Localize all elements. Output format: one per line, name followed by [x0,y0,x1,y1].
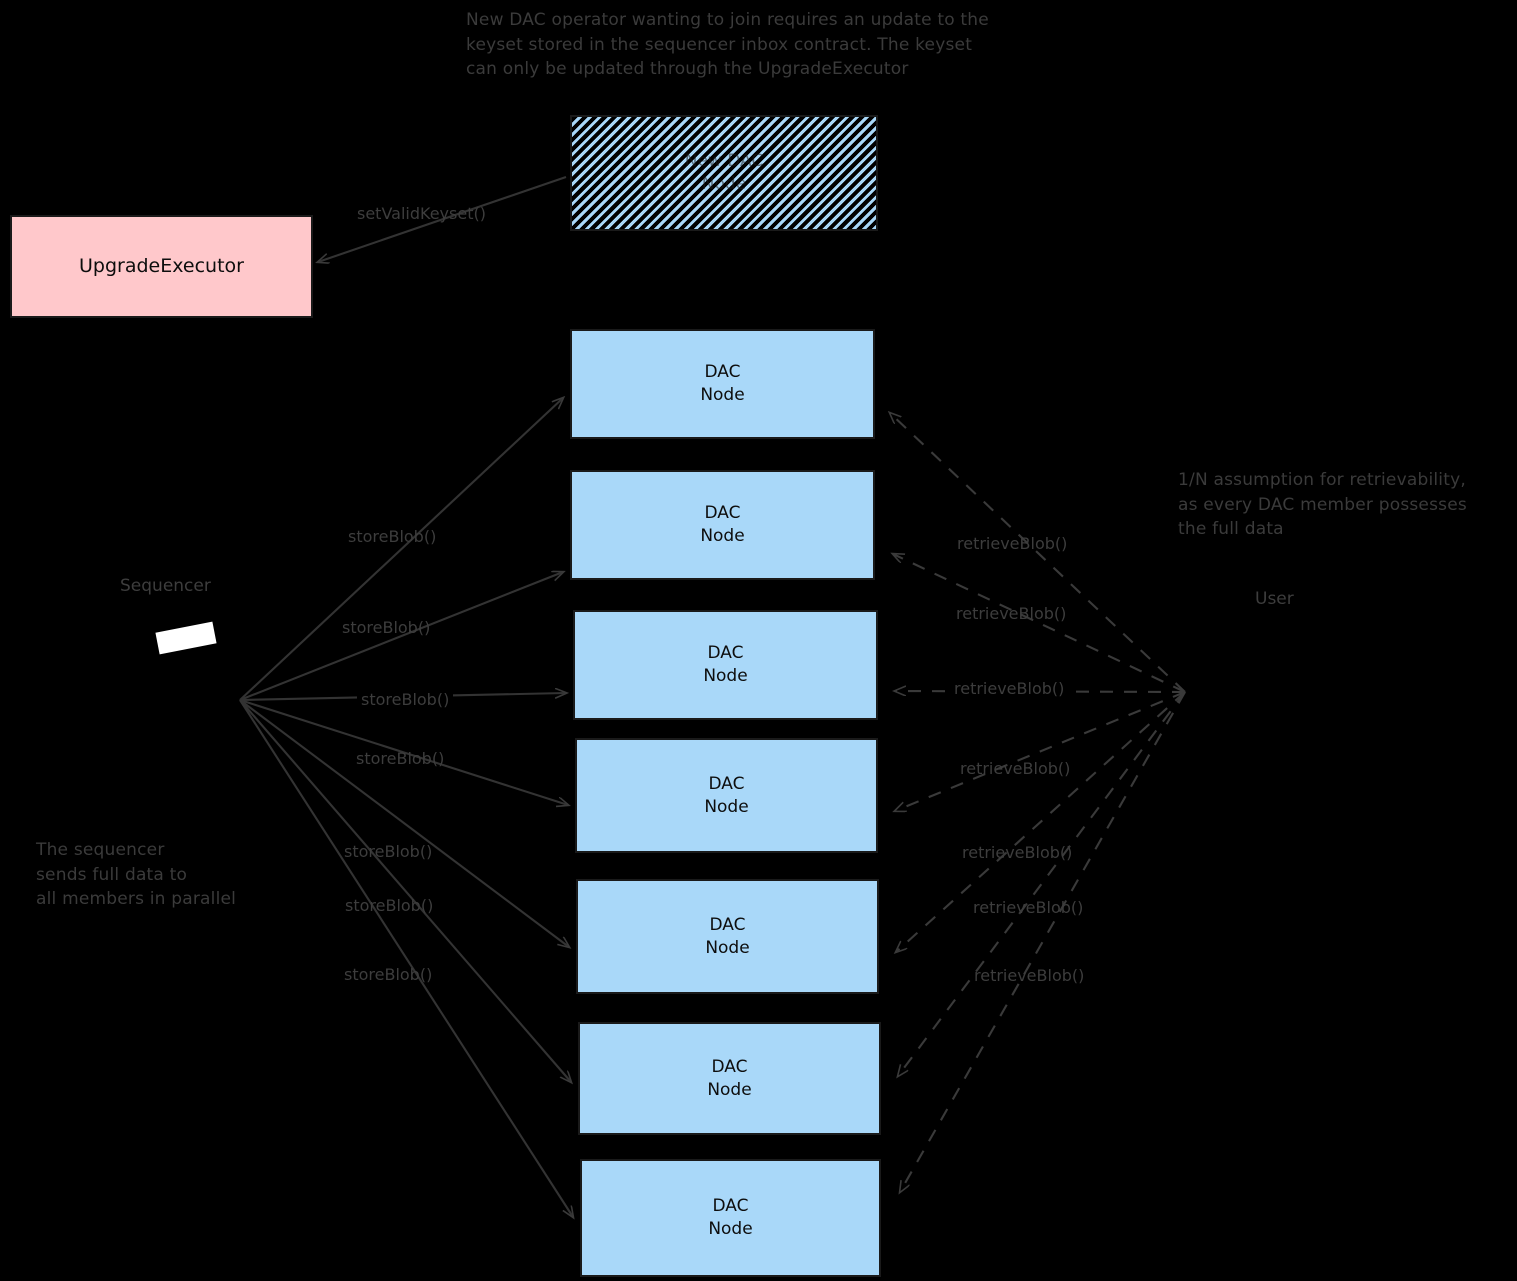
note-keyset: New DAC operator wanting to join require… [466,10,989,80]
new-dac-node-box[interactable]: New DAC Node [570,115,878,231]
edge-store-blob-6 [239,699,571,1082]
user-label: User [1255,589,1294,609]
edge-retrieve-blob-1 [890,413,1186,693]
edge-label-retrieve-blob-2: retrieveBlob() [956,604,1067,623]
edge-label-retrieve-blob-5: retrieveBlob() [962,843,1073,862]
dac-node-label: DAC Node [707,1056,752,1100]
dac-node-label: DAC Node [700,362,745,405]
edge-retrieve-blob-4 [895,691,1186,811]
dac-node-label: DAC Node [703,643,748,686]
edge-label-store-blob-2: storeBlob() [342,618,431,637]
dac-node-box-4[interactable]: DAC Node [575,738,878,853]
new-dac-node-label: New DAC Node [684,151,764,194]
edge-label-retrieve-blob-1: retrieveBlob() [957,534,1068,553]
upgrade-executor-box[interactable]: UpgradeExecutor [10,215,313,318]
dac-node-box-1[interactable]: DAC Node [570,329,875,439]
edge-label-store-blob-4: storeBlob() [356,749,445,768]
edge-store-blob-7 [239,699,573,1217]
edge-store-blob-4 [239,698,568,805]
edge-label-retrieve-blob-4: retrieveBlob() [960,759,1071,778]
dac-node-label: DAC Node [700,503,745,546]
edge-retrieve-blob-2 [893,554,1186,693]
edge-set-valid-keyset [318,176,567,262]
sequencer-label: Sequencer [120,576,211,596]
dac-node-box-6[interactable]: DAC Node [578,1022,881,1135]
edge-retrieve-blob-5 [896,691,1186,952]
dac-node-box-3[interactable]: DAC Node [573,610,878,720]
edge-label-store-blob-5: storeBlob() [344,842,433,861]
edge-store-blob-1 [239,398,563,701]
dac-node-box-7[interactable]: DAC Node [580,1159,881,1277]
dac-node-label: DAC Node [704,773,749,817]
edge-label-set-valid-keyset: setValidKeyset() [357,204,486,223]
dac-node-label: DAC Node [708,1196,753,1239]
upgrade-executor-label: UpgradeExecutor [79,254,244,277]
dac-node-box-5[interactable]: DAC Node [576,879,879,994]
note-sequencer-parallel: The sequencer sends full data to all mem… [36,840,237,910]
edge-label-store-blob-6: storeBlob() [345,896,434,915]
edge-label-store-blob-7: storeBlob() [344,965,433,984]
edge-label-retrieve-blob-7: retrieveBlob() [974,966,1085,985]
dac-node-box-2[interactable]: DAC Node [570,470,875,580]
edge-label-retrieve-blob-6: retrieveBlob() [973,898,1084,917]
edge-store-blob-2 [239,572,563,701]
edge-label-retrieve-blob-3: retrieveBlob() [950,679,1069,698]
edge-label-store-blob-1: storeBlob() [348,527,437,546]
edge-retrieve-blob-6 [898,691,1186,1076]
dac-node-label: DAC Node [705,914,750,958]
edge-label-store-blob-3: storeBlob() [357,690,454,709]
edge-store-blob-5 [239,699,569,947]
note-retrievability: 1/N assumption for retrievability, as ev… [1178,470,1467,540]
